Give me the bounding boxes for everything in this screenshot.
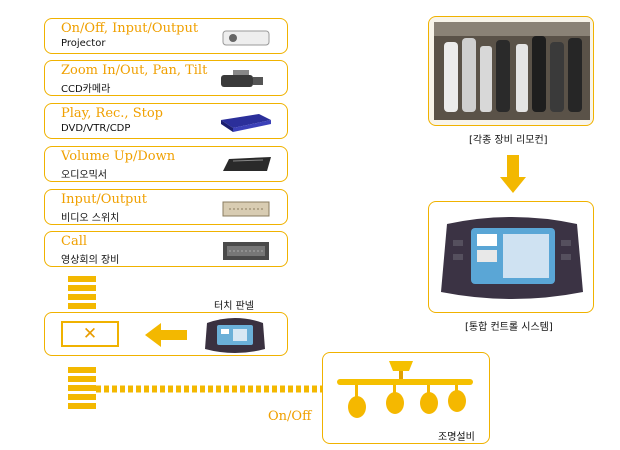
integrated-control-photo xyxy=(428,201,594,313)
function-device: DVD/VTR/CDP xyxy=(61,123,131,134)
function-action: Input/Output xyxy=(61,192,147,207)
remotes-photo xyxy=(428,16,594,126)
dashed-connector xyxy=(96,385,328,393)
onoff-label: On/Off xyxy=(268,409,312,424)
function-box: Input/Output 비디오 스위치 xyxy=(44,189,288,225)
function-action: Call xyxy=(61,234,88,249)
connector-bars-bottom xyxy=(68,367,96,412)
integrated-caption: [통합 컨트롤 시스템] xyxy=(465,322,553,333)
projector-icon xyxy=(222,30,270,46)
function-action: Play, Rec., Stop xyxy=(61,106,163,121)
audio-mixer-icon xyxy=(223,157,271,171)
lighting-box xyxy=(322,352,490,444)
function-box: Call 영상회의 장비 xyxy=(44,231,288,267)
function-device: Projector xyxy=(61,38,106,49)
function-device: 오디오믹서 xyxy=(61,170,107,181)
touch-panel-caption: 터치 판넬 xyxy=(214,301,254,312)
arrow-down-icon xyxy=(500,155,526,193)
arrow-left-icon xyxy=(145,323,187,347)
connector-bars-top xyxy=(68,276,96,312)
function-action: Volume Up/Down xyxy=(61,149,176,164)
remote-controls-icon xyxy=(434,22,590,120)
lighting-caption: 조명설비 xyxy=(438,432,475,443)
function-action: Zoom In/Out, Pan, Tilt xyxy=(61,63,208,78)
function-device: CCD카메라 xyxy=(61,84,111,95)
lighting-fixture-icon xyxy=(337,361,473,418)
integrated-control-panel-icon xyxy=(441,217,583,299)
function-device: 비디오 스위치 xyxy=(61,213,120,224)
function-action: On/Off, Input/Output xyxy=(61,21,199,36)
x-box: ✕ xyxy=(61,321,119,347)
control-box: ✕ xyxy=(44,312,288,356)
ccd-camera-icon xyxy=(221,70,263,87)
function-device: 영상회의 장비 xyxy=(61,255,120,266)
dvd-player-icon xyxy=(221,114,271,132)
function-box: Volume Up/Down 오디오믹서 xyxy=(44,146,288,182)
video-switch-icon xyxy=(222,201,270,217)
x-icon: ✕ xyxy=(82,324,98,344)
video-conference-icon xyxy=(223,242,269,260)
remotes-caption: [각종 장비 리모컨] xyxy=(469,135,548,146)
touch-panel-device-icon xyxy=(205,318,265,353)
